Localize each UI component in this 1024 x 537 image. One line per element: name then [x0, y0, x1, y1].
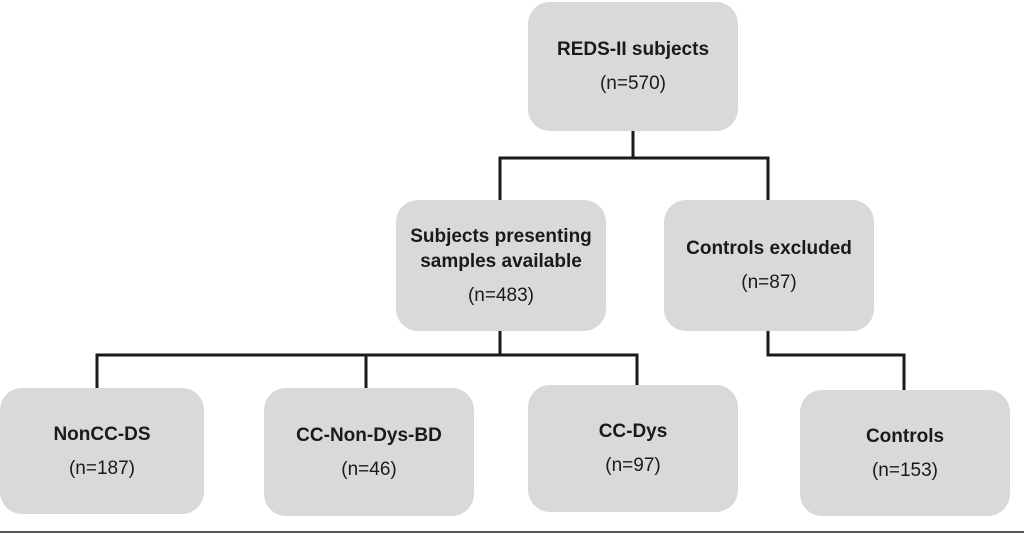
node-cc-non-dys-bd: CC-Non-Dys-BD (n=46)	[264, 388, 474, 516]
node-count: (n=570)	[599, 73, 667, 94]
node-reds-ii-subjects: REDS-II subjects (n=570)	[528, 2, 738, 131]
node-title: Subjects presenting samples available	[410, 225, 592, 272]
node-count: (n=187)	[68, 457, 136, 479]
node-count: (n=153)	[871, 459, 939, 481]
node-title: NonCC-DS	[53, 423, 151, 445]
node-count: (n=46)	[341, 458, 397, 480]
node-title: Controls excluded	[686, 238, 852, 259]
node-title: Controls	[865, 425, 945, 447]
node-noncc-ds: NonCC-DS (n=187)	[0, 388, 204, 514]
node-cc-dys: CC-Dys (n=97)	[528, 385, 738, 512]
node-controls: Controls (n=153)	[800, 390, 1010, 516]
node-subjects-presenting-samples: Subjects presenting samples available (n…	[396, 200, 606, 331]
node-count: (n=483)	[467, 284, 535, 306]
node-controls-excluded: Controls excluded (n=87)	[664, 200, 874, 331]
node-count: (n=97)	[605, 455, 661, 476]
node-title: REDS-II subjects	[556, 39, 710, 60]
node-count: (n=87)	[741, 272, 797, 293]
bottom-divider	[0, 531, 1024, 533]
node-title: CC-Dys	[598, 421, 668, 442]
node-title: CC-Non-Dys-BD	[296, 424, 442, 446]
